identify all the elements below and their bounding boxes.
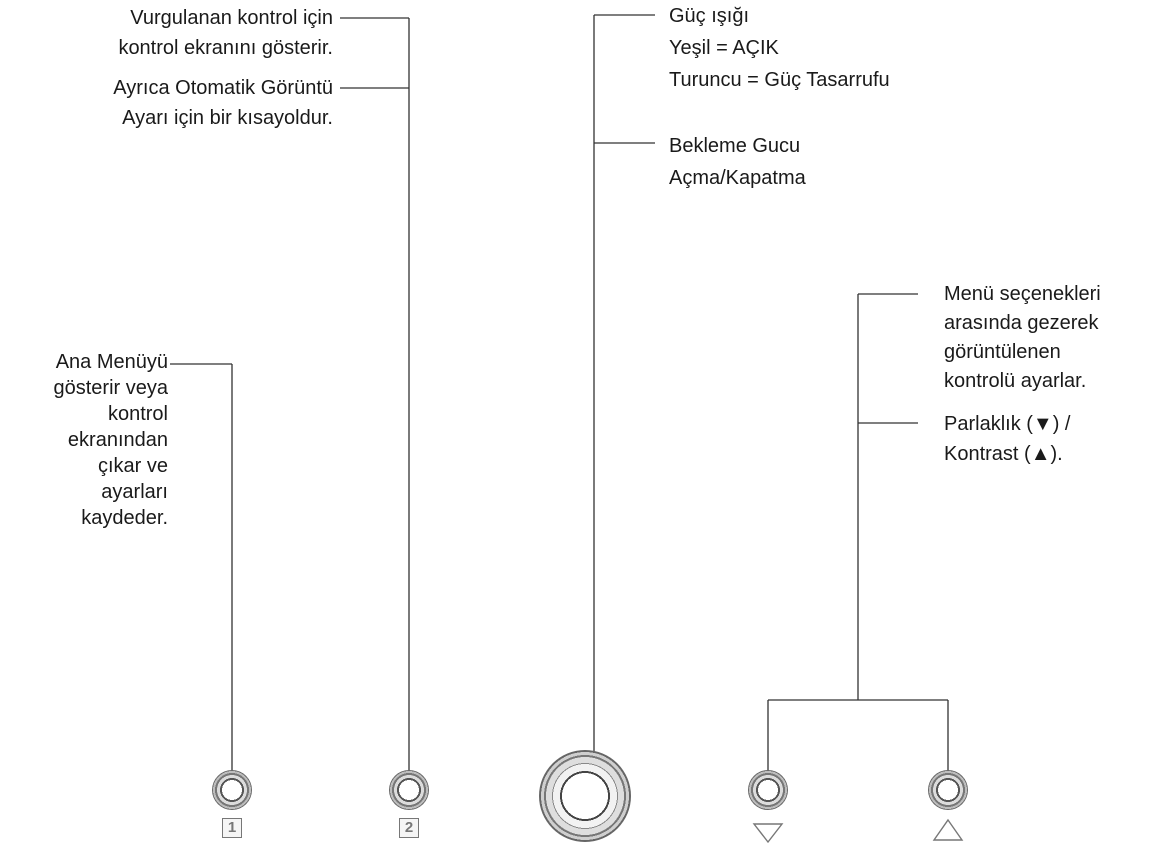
button-2[interactable] <box>389 770 429 810</box>
menu-desc-line-3: kontrol <box>107 403 168 425</box>
menu-button-description: Ana Menüyü gösterir veya kontrol ekranın… <box>0 349 169 531</box>
standby-description: Bekleme Gucu Açma/Kapatma <box>669 130 806 194</box>
menu-button[interactable] <box>212 770 252 810</box>
menu-desc-line-2: gösterir veya <box>53 377 169 399</box>
key-2-icon: 2 <box>399 818 419 838</box>
menu-desc-line-1: Ana Menüyü <box>55 351 168 373</box>
nav-desc-line-2: arasında gezerek <box>944 312 1099 334</box>
shortcut-description: Parlaklık (▼) / Kontrast (▲). <box>944 409 1070 469</box>
button2-desc-line-2: kontrol ekranını gösterir. <box>118 37 333 59</box>
button2-desc-line-4: Ayarı için bir kısayoldur. <box>122 107 333 129</box>
menu-desc-line-5: çıkar ve <box>97 455 168 477</box>
menu-desc-line-7: kaydeder. <box>81 507 168 529</box>
power-light-green: Yeşil = AÇIK <box>669 37 779 59</box>
power-light-title: Güç ışığı <box>669 5 750 27</box>
power-button[interactable] <box>539 750 631 842</box>
down-button[interactable] <box>748 770 788 810</box>
power-light-description: Güç ışığı Yeşil = AÇIK Turuncu = Güç Tas… <box>669 0 890 96</box>
down-triangle-outline-icon <box>752 823 784 844</box>
up-triangle-outline-icon <box>932 818 964 841</box>
key-1-icon: 1 <box>222 818 242 838</box>
nav-desc-line-1: Menü seçenekleri <box>944 283 1101 305</box>
standby-line-1: Bekleme Gucu <box>669 135 801 157</box>
menu-desc-line-4: ekranından <box>67 429 168 451</box>
menu-desc-line-6: ayarları <box>101 481 168 503</box>
standby-line-2: Açma/Kapatma <box>669 167 806 189</box>
power-light-orange: Turuncu = Güç Tasarrufu <box>669 69 890 91</box>
up-button[interactable] <box>928 770 968 810</box>
shortcut-line-1: Parlaklık (▼) / <box>944 413 1071 435</box>
nav-desc-line-4: kontrolü ayarlar. <box>944 370 1087 392</box>
button2-desc-line-3: Ayrıca Otomatik Görüntü <box>113 77 333 99</box>
nav-description: Menü seçenekleri arasında gezerek görünt… <box>944 280 1101 396</box>
shortcut-line-2: Kontrast (▲). <box>944 443 1063 465</box>
button2-desc-line-1: Vurgulanan kontrol için <box>130 7 333 29</box>
nav-desc-line-3: görüntülenen <box>944 341 1061 363</box>
